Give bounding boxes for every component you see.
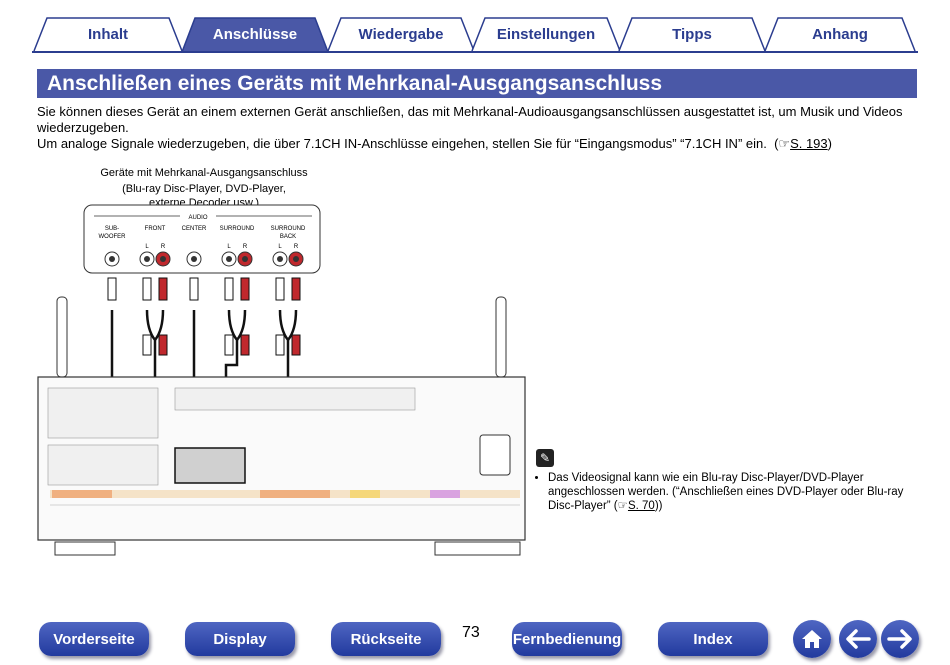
tab-shape [471,17,621,52]
device-label-line2: (Blu-ray Disc-Player, DVD-Player, [122,183,286,195]
tab-label: Tipps [672,26,712,43]
note-box: ✎ Das Videosignal kann wie ein Blu-ray D… [536,449,916,513]
tab-label: Inhalt [88,26,128,43]
tab-anschluesse[interactable]: Anschlüsse [181,17,329,52]
index-button[interactable]: Index [658,622,768,656]
paragraph-2-text: Um analoge Signale wiederzugeben, die üb… [37,136,767,151]
tab-bar: Inhalt Anschlüsse Wiedergabe Einstellung… [0,0,950,55]
page-reference-link[interactable]: S. 193 [790,136,828,151]
tab-tipps[interactable]: Tipps [618,17,766,52]
forward-arrow-icon[interactable] [881,620,919,658]
tab-label: Anschlüsse [212,26,298,43]
tab-einstellungen[interactable]: Einstellungen [471,17,621,52]
paragraph-1: Sie können dieses Gerät an einem externe… [37,104,903,135]
reference-icon: ☞ [778,136,791,151]
device-label-line1: Geräte mit Mehrkanal-Ausgangsanschluss [100,167,308,179]
back-arrow-icon[interactable] [839,620,877,658]
left-arrow-glyph [846,629,871,649]
plugs [107,277,301,356]
intro-text: Sie können dieses Gerät an einem externe… [37,104,917,152]
page-title: Anschließen eines Geräts mit Mehrkanal-A… [37,69,917,98]
note-text-end: )) [654,500,663,512]
label-r: R [161,244,166,250]
tab-label: Wiedergabe [358,26,444,43]
tab-label: Einstellungen [496,26,596,43]
tab-underline [32,51,918,53]
antenna-left [56,296,68,378]
label-surround: SURROUND [220,226,255,232]
label-surround-back-1: SURROUND [271,226,306,232]
home-glyph [802,630,822,648]
note-item: Das Videosignal kann wie ein Blu-ray Dis… [548,471,916,513]
tab-shape [33,17,183,52]
note-text: Das Videosignal kann wie ein Blu-ray Dis… [548,472,904,512]
label-r: R [243,244,248,250]
label-subwoofer-1: SUB- [105,226,119,232]
rueckseite-button[interactable]: Rückseite [331,622,441,656]
tab-shape [327,17,475,52]
label-front: FRONT [145,226,166,232]
tab-shape [764,17,916,52]
fernbedienung-button[interactable]: Fernbedienung [512,622,622,656]
label-r: R [294,244,299,250]
receiver-rear-panel [37,376,526,556]
display-button[interactable]: Display [185,622,295,656]
tab-anhang[interactable]: Anhang [764,17,916,52]
tab-label: Anhang [812,26,868,43]
tab-inhalt[interactable]: Inhalt [33,17,183,52]
paragraph-2: Um analoge Signale wiederzugeben, die üb… [37,136,832,151]
source-jacks [104,251,304,267]
right-arrow-glyph [887,629,912,649]
antenna-right [495,296,507,378]
note-list: Das Videosignal kann wie ein Blu-ray Dis… [536,471,916,513]
connection-diagram: Geräte mit Mehrkanal-Ausgangsanschluss (… [37,167,526,556]
label-subwoofer-2: WOOFER [99,234,127,240]
label-surround-back-2: BACK [280,234,296,240]
tab-wiedergabe[interactable]: Wiedergabe [327,17,475,52]
label-l: L [145,244,149,250]
vorderseite-button[interactable]: Vorderseite [39,622,149,656]
audio-label: AUDIO [188,215,207,221]
tab-shape [181,17,329,52]
page-reference-link[interactable]: S. 70 [627,500,655,512]
label-l: L [227,244,231,250]
pencil-icon: ✎ [536,449,554,467]
tab-shape [618,17,766,52]
label-l: L [278,244,282,250]
reference-icon: ☞ [617,500,628,512]
home-icon[interactable] [793,620,831,658]
label-center: CENTER [182,226,207,232]
page-number: 73 [462,624,480,641]
